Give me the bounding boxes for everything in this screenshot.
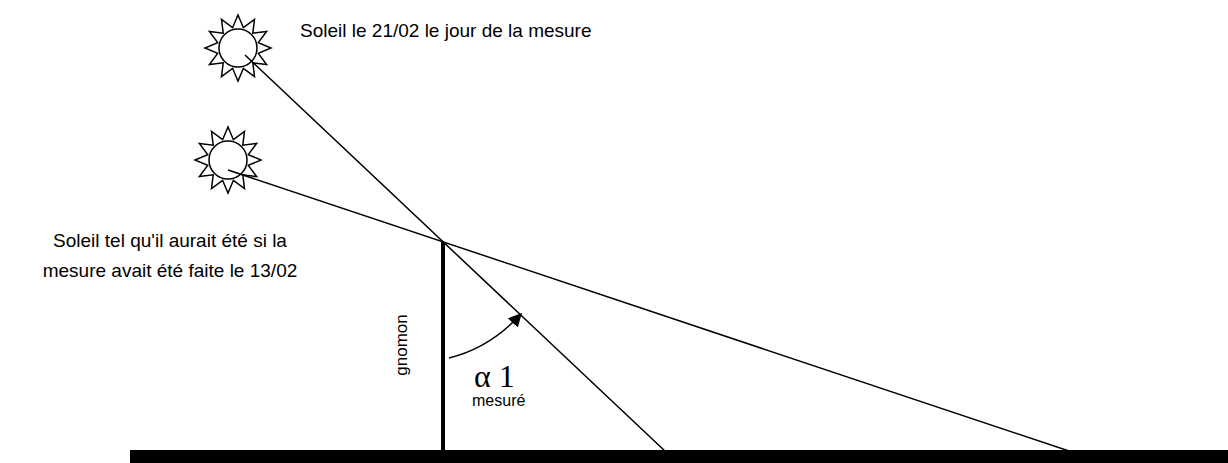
sun-ray (245, 55, 666, 452)
sun-rays (195, 127, 261, 193)
angle-arc (449, 314, 521, 358)
gnomon-rod (441, 242, 445, 452)
sun-ray (228, 170, 1072, 452)
sun-caption: Soleil tel qu'il aurait été si la mesure… (30, 226, 310, 286)
ground (130, 450, 1228, 463)
angle-symbol: α 1 (474, 358, 515, 395)
sun-disc (209, 141, 247, 179)
sun-caption: Soleil le 21/02 le jour de la mesure (300, 20, 592, 42)
angle-note: mesuré (472, 392, 525, 410)
gnomon-label: gnomon (392, 314, 412, 375)
